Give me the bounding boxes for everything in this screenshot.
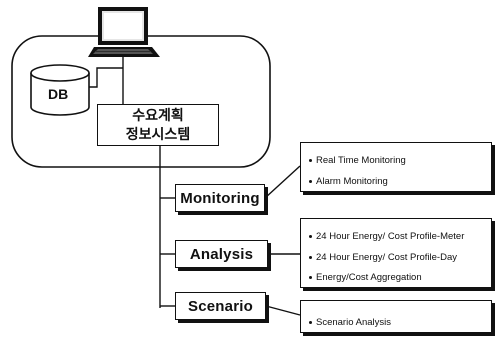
link-monitoring-panel bbox=[264, 165, 301, 199]
module-analysis: Analysis bbox=[175, 240, 268, 268]
list-item: 24 Hour Energy/ Cost Profile-Meter bbox=[309, 232, 491, 242]
list-item: 24 Hour Energy/ Cost Profile-Day bbox=[309, 252, 491, 263]
list-item: Alarm Monitoring bbox=[309, 176, 491, 187]
module-scenario-label: Scenario bbox=[188, 297, 253, 315]
db-label: DB bbox=[48, 86, 69, 102]
panel-scenario: Scenario Analysis bbox=[300, 300, 492, 333]
module-monitoring-label: Monitoring bbox=[180, 189, 260, 207]
module-analysis-label: Analysis bbox=[189, 245, 254, 263]
system-box: 수요계획 정보시스템 bbox=[97, 104, 219, 146]
list-item: Scenario Analysis bbox=[309, 318, 491, 328]
database-icon bbox=[30, 64, 90, 116]
db-link bbox=[88, 67, 123, 88]
link-scenario-panel bbox=[265, 305, 301, 316]
system-name-line1: 수요계획 bbox=[132, 107, 184, 123]
module-scenario: Scenario bbox=[175, 292, 266, 320]
panel-monitoring: Real Time Monitoring Alarm Monitoring bbox=[300, 142, 492, 192]
list-item: Energy/Cost Aggregation bbox=[309, 273, 491, 283]
panel-analysis: 24 Hour Energy/ Cost Profile-Meter 24 Ho… bbox=[300, 218, 492, 288]
laptop-icon bbox=[88, 7, 160, 57]
system-name-line2: 정보시스템 bbox=[125, 126, 191, 142]
list-item: Real Time Monitoring bbox=[309, 156, 491, 166]
module-monitoring: Monitoring bbox=[175, 184, 265, 212]
